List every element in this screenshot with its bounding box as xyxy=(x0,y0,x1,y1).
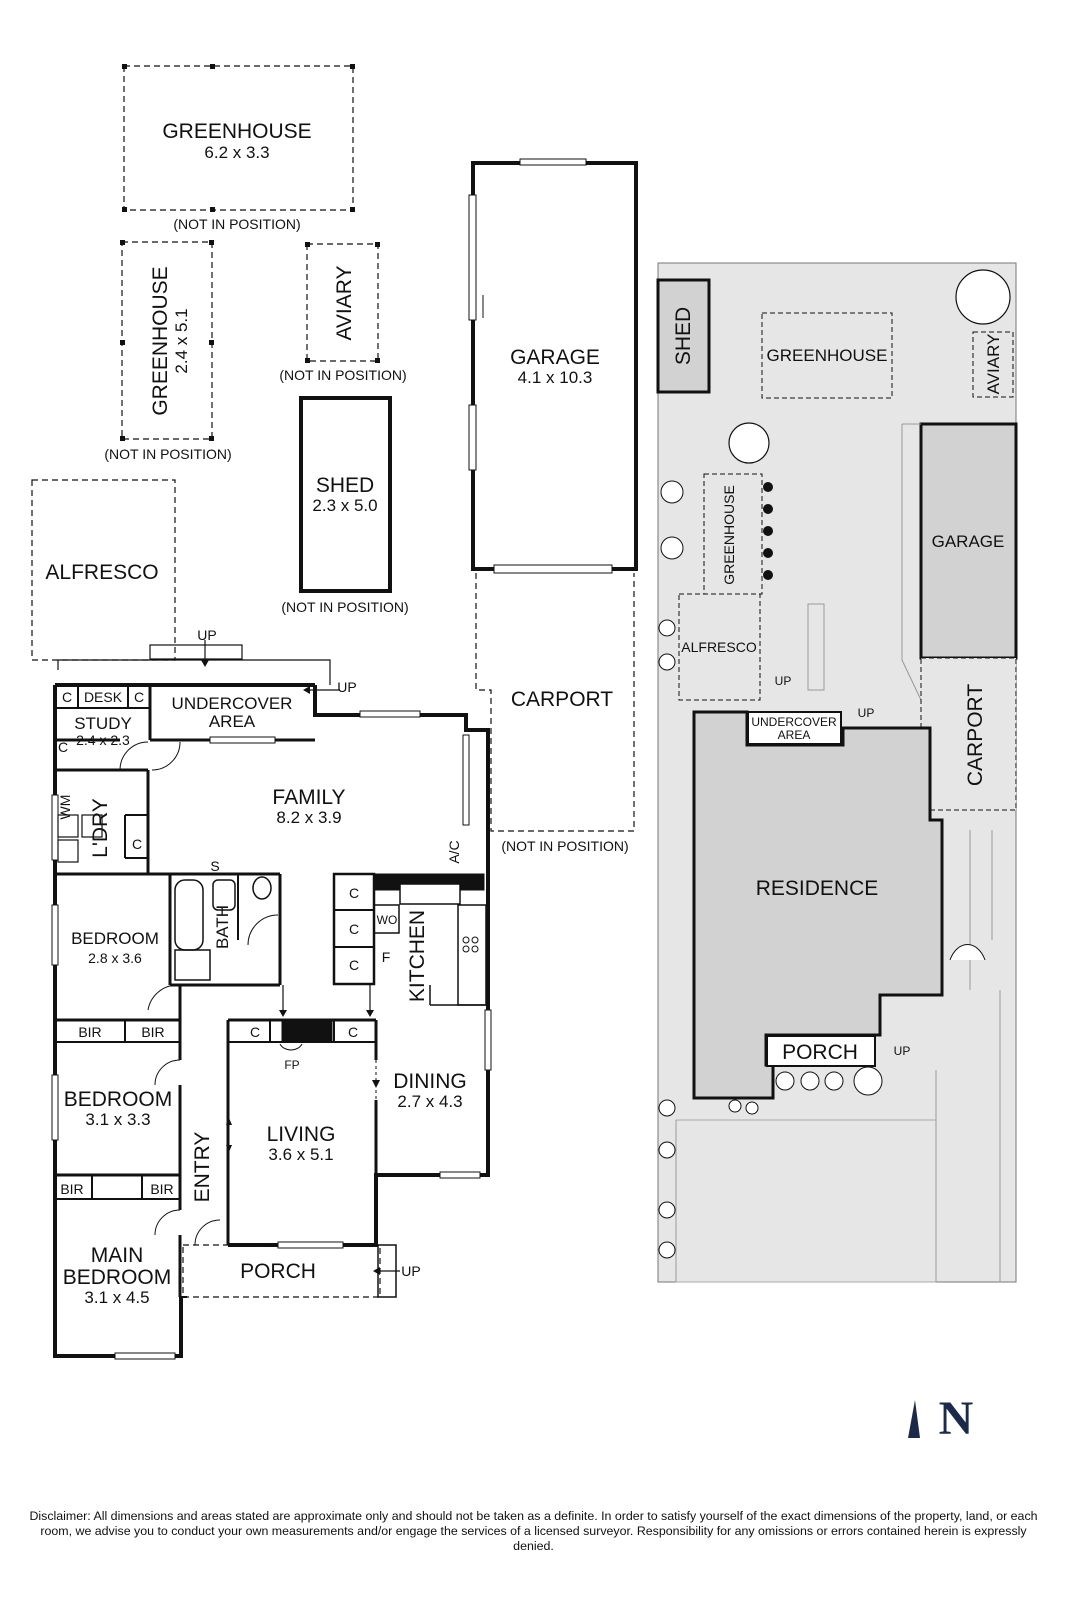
undercover-line1: UNDERCOVER xyxy=(172,694,293,713)
carport-name: CARPORT xyxy=(511,688,613,711)
site-plan: SHED GREENHOUSE AVIARY GREENHOUSE GARAGE… xyxy=(656,262,1018,1283)
site-undercover-line1: UNDERCOVER xyxy=(751,715,837,729)
cupboard-label: C xyxy=(58,739,68,755)
wm-label: WM xyxy=(57,795,73,820)
greenhouse-small-size: 2.4 x 5.1 xyxy=(172,308,191,373)
up-top-label: UP xyxy=(197,627,216,643)
bir-label: BIR xyxy=(60,1181,83,1197)
dining-size: 2.7 x 4.3 xyxy=(397,1092,462,1111)
shower-label: S xyxy=(210,858,219,874)
cupboard-label: C xyxy=(132,836,142,852)
garage-size: 4.1 x 10.3 xyxy=(518,368,593,387)
undercover-line2: AREA xyxy=(209,712,256,731)
bir-label: BIR xyxy=(78,1024,101,1040)
disclaimer: Disclaimer: All dimensions and areas sta… xyxy=(29,1509,1038,1553)
alfresco-name: ALFRESCO xyxy=(45,561,158,584)
living-size: 3.6 x 5.1 xyxy=(268,1145,333,1164)
north-arrow-icon xyxy=(908,1400,920,1438)
aviary: AVIARY (NOT IN POSITION) xyxy=(279,242,407,383)
up-side-label: UP xyxy=(337,679,356,695)
main-bedroom-line2: BEDROOM xyxy=(63,1266,172,1289)
bedroom2-name: BEDROOM xyxy=(71,929,159,948)
site-residence-label: RESIDENCE xyxy=(756,877,879,900)
desk-label: DESK xyxy=(84,689,123,705)
compass: N xyxy=(908,1392,974,1445)
alfresco: ALFRESCO xyxy=(31,479,176,661)
site-aviary-label: AVIARY xyxy=(984,334,1003,395)
carport-note: (NOT IN POSITION) xyxy=(501,838,628,854)
bath-label: BATH xyxy=(213,905,232,949)
fireplace-label: FP xyxy=(284,1058,299,1072)
family-size: 8.2 x 3.9 xyxy=(276,808,341,827)
cupboard-label: C xyxy=(349,885,359,901)
bedroom2-size: 2.8 x 3.6 xyxy=(88,950,142,966)
site-carport-label: CARPORT xyxy=(964,684,987,786)
site-garage-label: GARAGE xyxy=(932,532,1005,551)
dining-name: DINING xyxy=(393,1070,467,1093)
cupboard-label: C xyxy=(250,1024,260,1040)
ac-label: A/C xyxy=(446,840,462,863)
up-porch-label: UP xyxy=(401,1263,420,1279)
cupboard-label: C xyxy=(348,1024,358,1040)
site-greenhouse-small-label: GREENHOUSE xyxy=(721,485,737,585)
greenhouse-large-size: 6.2 x 3.3 xyxy=(204,143,269,162)
shed-name: SHED xyxy=(316,474,374,497)
site-porch-label: PORCH xyxy=(782,1041,858,1064)
greenhouse-small-note: (NOT IN POSITION) xyxy=(104,446,231,462)
shed-size: 2.3 x 5.0 xyxy=(312,496,377,515)
site-up-label: UP xyxy=(775,674,792,688)
house-plan xyxy=(51,640,492,1360)
fridge-label: F xyxy=(382,949,391,965)
greenhouse-large-note: (NOT IN POSITION) xyxy=(173,216,300,232)
north-label: N xyxy=(939,1392,974,1445)
shed-note: (NOT IN POSITION) xyxy=(281,599,408,615)
greenhouse-large-name: GREENHOUSE xyxy=(162,120,311,143)
bedroom3-size: 3.1 x 3.3 xyxy=(85,1110,150,1129)
greenhouse-small-name: GREENHOUSE xyxy=(149,266,172,415)
study-name: STUDY xyxy=(74,714,132,733)
cupboard-label: C xyxy=(134,689,144,705)
cupboard-label: C xyxy=(62,689,72,705)
porch-label: PORCH xyxy=(240,1260,316,1283)
site-up-label: UP xyxy=(858,706,875,720)
laundry-label: L'DRY xyxy=(89,798,112,858)
aviary-name: AVIARY xyxy=(333,265,356,340)
bedroom3-name: BEDROOM xyxy=(64,1088,173,1111)
site-greenhouse-label: GREENHOUSE xyxy=(767,346,888,365)
site-shed-label: SHED xyxy=(672,307,695,365)
garage: GARAGE 4.1 x 10.3 xyxy=(468,158,638,571)
entry-label: ENTRY xyxy=(191,1132,214,1203)
garage-name: GARAGE xyxy=(510,346,600,369)
wo-label: WO xyxy=(377,913,398,927)
carport: CARPORT (NOT IN POSITION) xyxy=(475,564,635,854)
greenhouse-large: GREENHOUSE 6.2 x 3.3 (NOT IN POSITION) xyxy=(122,64,355,232)
living-name: LIVING xyxy=(267,1123,336,1146)
bir-label: BIR xyxy=(141,1024,164,1040)
study-size: 2.4 x 2.3 xyxy=(76,732,130,748)
kitchen-label: KITCHEN xyxy=(406,910,429,1002)
site-alfresco-label: ALFRESCO xyxy=(681,639,757,655)
family-name: FAMILY xyxy=(272,786,345,809)
greenhouse-small: GREENHOUSE 2.4 x 5.1 (NOT IN POSITION) xyxy=(104,240,232,462)
cupboard-label: C xyxy=(349,921,359,937)
bir-label: BIR xyxy=(150,1181,173,1197)
shed: SHED 2.3 x 5.0 (NOT IN POSITION) xyxy=(281,396,409,615)
aviary-note: (NOT IN POSITION) xyxy=(279,367,406,383)
main-bedroom-size: 3.1 x 4.5 xyxy=(84,1288,149,1307)
house-labels: UP UP C DESK C STUDY 2.4 x 2.3 C UNDERCO… xyxy=(57,627,467,1307)
site-undercover-line2: AREA xyxy=(778,728,811,742)
cupboard-label: C xyxy=(349,957,359,973)
main-bedroom-line1: MAIN xyxy=(91,1244,144,1267)
site-up-label: UP xyxy=(894,1044,911,1058)
